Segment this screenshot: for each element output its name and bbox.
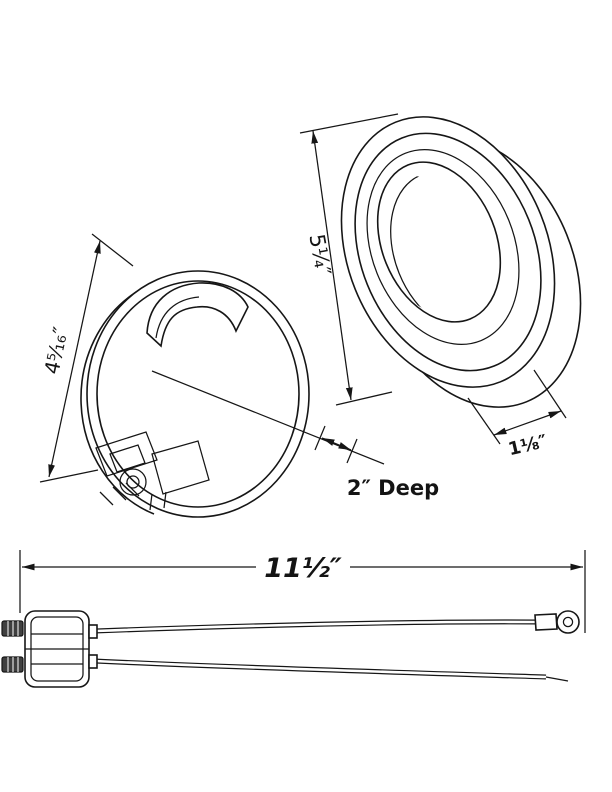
pigtail-length-label: 11½″ [264,553,342,584]
pin-ridges [7,621,19,636]
ring-terminal-eye [556,610,580,634]
bulb-socket-bracket [95,431,158,477]
bare-wire-tip [545,676,569,682]
grommet-lip [354,132,542,372]
terminal-pin-lower [1,656,24,673]
lamp-reflector-edge [155,296,200,339]
grommet-diameter-label: 5¼″ [304,232,335,277]
depth-arrow-span [321,437,352,451]
connector-divider [25,633,89,665]
extension-line [533,369,567,419]
bulb-housing [151,440,210,495]
dimension-grommet-diameter: 5¼″ [299,113,399,406]
wire-upper-core [94,620,538,633]
wire-lower-core [94,659,547,679]
dimension-line [493,410,562,436]
depth-tick [346,438,358,464]
dimension-pigtail-length: 11½″ [19,550,586,633]
wire-exit-stub-upper [88,624,98,639]
pigtail-drawing [1,610,580,688]
bulb-contact [126,475,140,489]
grommet-depth-label: 1⅛″ [506,431,549,460]
grommet-drawing [340,116,582,408]
bulb-base [119,468,147,496]
dimension-line [48,240,101,478]
extension-line [91,233,134,267]
extension-line [467,397,501,445]
ring-terminal-hole [562,616,574,628]
wire-exit-stub-lower [88,654,98,669]
depth-tick [314,425,326,451]
grommet-cone [366,149,520,345]
dimension-line [311,130,353,401]
extension-line [335,391,393,406]
lamp-reflector-visor [146,282,249,348]
lens-diameter-label: 4⁵⁄₁₆″ [39,325,72,377]
pin-ridges [7,657,19,672]
grommet-bore [376,161,502,323]
ring-terminal-barrel [534,613,558,631]
terminal-pin-upper [1,620,24,637]
lamp-depth-label: 2″ Deep [347,476,439,500]
socket-hatch-lines [99,482,167,511]
bulb-socket-inner [109,444,146,473]
lamp-drawing [80,270,310,518]
dimension-lamp-depth: 2″ Deep [151,370,439,500]
extension-line [299,113,399,134]
